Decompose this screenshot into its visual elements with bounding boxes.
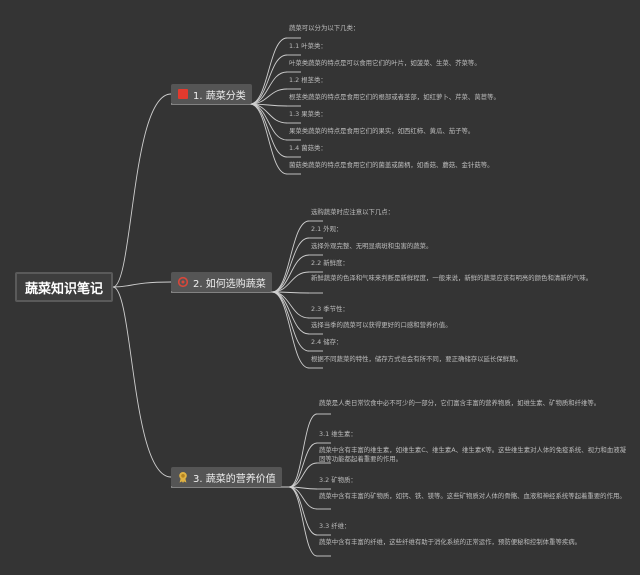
branch-label: 2. 如何选购蔬菜 [193,278,266,290]
branch-leaf-link [271,237,310,293]
leaf-text: 2.2 新鲜度： [311,259,349,267]
branch-leaf-link [288,486,318,536]
leaf-text: 新鲜蔬菜的色泽和气味来判断是新鲜程度，一般来说，新鲜的蔬菜应该有明亮的颜色和清新… [311,274,593,282]
leaf-text: 3.2 矿物质： [319,476,357,484]
leaf-text: 菌菇类蔬菜的特点是食用它们的菌盖或菌柄，如香菇、蘑菇、金针菇等。 [289,161,494,169]
branch-leaf-link [288,442,318,488]
branch-leaf-link [249,103,288,158]
leaf-text: 根据不同蔬菜的特性，储存方式也会有所不同，要正确储存以延长保鲜期。 [311,355,522,363]
branch-leaf-link [271,254,310,293]
branch-node-classification[interactable]: 1. 蔬菜分类 [171,84,252,104]
root-branch-link [112,286,172,478]
leaf-text: 叶菜类蔬菜的特点是可以食用它们的叶片，如菠菜、生菜、芥菜等。 [289,59,481,67]
root-branch-link [112,93,172,288]
leaf-text: 蔬菜中含有丰富的纤维，这些纤维有助于消化系统的正常运作，预防便秘和控制体重等疾病… [319,538,582,546]
branch-leaf-link [271,220,310,293]
leaf-text: 2.1 外观： [311,225,343,233]
branch-label: 1. 蔬菜分类 [193,90,246,102]
branch-leaf-link [271,291,310,352]
leaf-text: 1.4 菌菇类： [289,144,327,152]
leaf-text: 选购蔬菜时应注意以下几点： [311,208,395,216]
branch-label: 3. 蔬菜的营养价值 [193,473,276,485]
branch-leaf-link [288,462,318,488]
leaf-text: 1.1 叶菜类： [289,42,327,50]
branch-leaf-link [249,103,288,175]
root-node[interactable]: 蔬菜知识笔记 [15,272,113,302]
branch-leaf-link [271,291,310,335]
leaf-text: 选择外观完整、无明显病斑和虫害的蔬菜。 [311,242,433,250]
leaf-text: 2.3 季节性： [311,305,349,313]
leaf-text: 蔬菜中含有丰富的维生素，如维生素C、维生素A、维生素K等。这些维生素对人体的免疫… [319,446,626,463]
branch-leaf-link [249,88,288,105]
branch-leaf-link [249,37,288,105]
branch-leaf-link [249,71,288,105]
ribbon-badge-icon [177,471,189,483]
leaf-text: 3.3 纤维： [319,522,351,530]
leaf-text: 1.2 根茎类： [289,76,327,84]
leaf-text: 果菜类蔬菜的特点是食用它们的果实，如西红柿、黄瓜、茄子等。 [289,127,475,135]
leaf-text: 蔬菜是人类日常饮食中必不可少的一部分，它们富含丰富的营养物质，如维生素、矿物质和… [319,399,601,407]
leaf-text: 选择当季的蔬菜可以获得更好的口感和营养价值。 [311,321,452,329]
branch-node-buying[interactable]: 2. 如何选购蔬菜 [171,272,272,292]
branch-node-nutrition[interactable]: 3. 蔬菜的营养价值 [171,467,282,487]
leaf-text: 蔬菜中含有丰富的矿物质，如钙、铁、镁等。这些矿物质对人体的骨骼、血液和神经系统等… [319,492,626,500]
red-ring-icon [177,276,189,288]
leaf-text: 3.1 维生素： [319,430,357,438]
branch-leaf-link [271,271,310,293]
branch-leaf-link [288,413,318,488]
branch-leaf-link [271,291,310,369]
leaf-text: 根茎类蔬菜的特点是食用它们的根部或者茎部，如红萝卜、芹菜、莴苣等。 [289,93,500,101]
leaf-text: 1.3 果菜类： [289,110,327,118]
leaf-text: 蔬菜可以分为以下几类： [289,24,360,32]
red-square-icon [177,88,189,100]
root-branch-link [112,281,172,288]
leaf-text: 2.4 储存： [311,338,343,346]
branch-leaf-link [288,486,318,557]
branch-leaf-link [288,486,318,510]
